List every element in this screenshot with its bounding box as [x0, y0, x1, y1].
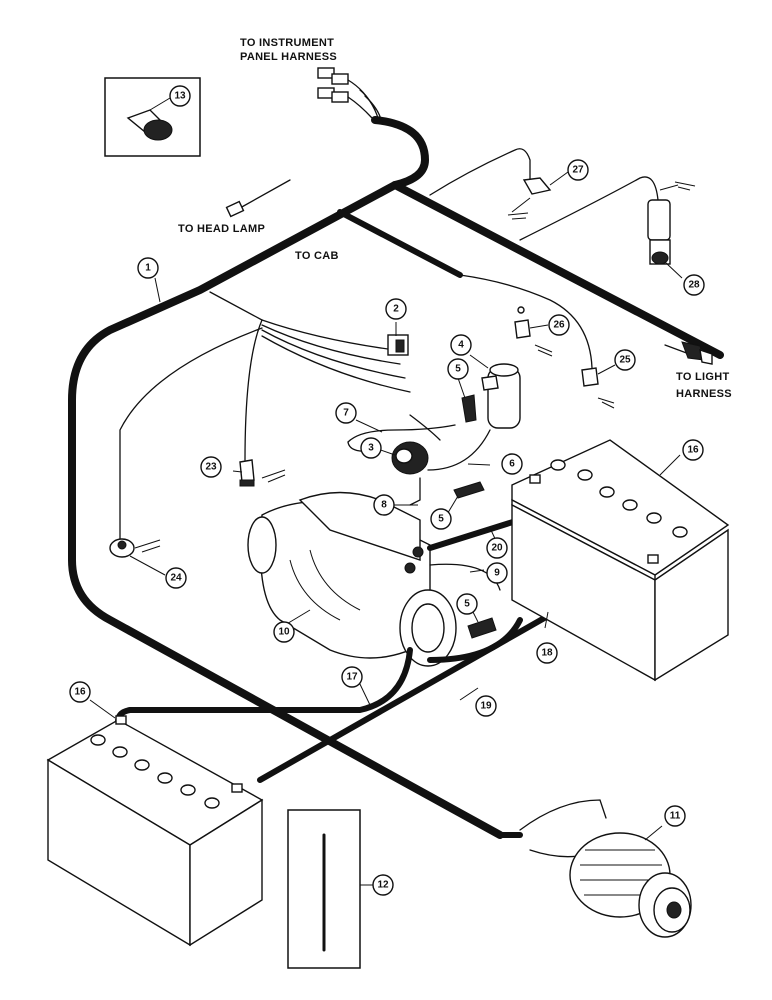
svg-text:9: 9 — [494, 568, 500, 579]
cab-label: TO CAB — [295, 250, 339, 262]
callout-2: 2 — [385, 298, 407, 320]
svg-text:8: 8 — [381, 500, 387, 511]
light-harness-label-line-2: HARNESS — [676, 388, 732, 400]
callout-12: 12 — [372, 874, 394, 896]
callout-16b: 16 — [69, 681, 91, 703]
svg-text:28: 28 — [688, 280, 700, 291]
inset-box-12 — [287, 809, 375, 969]
sender-24 — [109, 538, 161, 558]
svg-text:24: 24 — [170, 573, 182, 584]
callout-3: 3 — [360, 437, 382, 459]
left-battery-16 — [46, 715, 264, 947]
svg-text:27: 27 — [572, 165, 584, 176]
callout-28: 28 — [683, 274, 705, 296]
callout-18: 18 — [536, 642, 558, 664]
instrument-panel-label-line-2: PANEL HARNESS — [240, 51, 337, 63]
head-lamp-label: TO HEAD LAMP — [178, 223, 265, 235]
light-harness-connector — [681, 341, 713, 365]
callout-17: 17 — [341, 666, 363, 688]
callout-4: 4 — [450, 334, 472, 356]
svg-text:3: 3 — [368, 443, 374, 454]
right-battery-16 — [511, 439, 730, 682]
solenoid-4 — [469, 354, 521, 429]
instrument-panel-connector — [317, 67, 376, 119]
callout-1: 1 — [137, 257, 159, 279]
svg-text:7: 7 — [343, 408, 349, 419]
head-lamp-connector — [225, 200, 245, 218]
callout-5a: 5 — [447, 358, 469, 380]
instrument-panel-label-line-1: TO INSTRUMENT — [240, 37, 334, 49]
svg-text:20: 20 — [491, 543, 503, 554]
light-harness-label: TO LIGHT HARNESS — [676, 371, 732, 400]
callout-6: 6 — [501, 453, 523, 475]
callout-16a: 16 — [682, 439, 704, 461]
callout-19: 19 — [475, 695, 497, 717]
alternator-11 — [569, 825, 692, 938]
sender-23 — [239, 459, 286, 487]
svg-text:13: 13 — [174, 91, 186, 102]
svg-text:6: 6 — [509, 459, 515, 470]
sender-25 — [581, 364, 616, 409]
component-28 — [647, 181, 696, 279]
terminal-boot-5c — [467, 617, 497, 639]
terminal-boot-5b — [453, 481, 485, 499]
light-harness-label-line-1: TO LIGHT — [676, 371, 730, 383]
svg-text:5: 5 — [455, 364, 461, 375]
terminal-boot-5a — [461, 394, 477, 423]
callout-5c: 5 — [456, 593, 478, 615]
svg-text:2: 2 — [393, 304, 399, 315]
svg-text:16: 16 — [687, 445, 699, 456]
svg-text:26: 26 — [553, 320, 565, 331]
callout-13: 13 — [169, 85, 191, 107]
svg-text:25: 25 — [619, 355, 631, 366]
callout-20: 20 — [486, 537, 508, 559]
svg-text:1: 1 — [145, 263, 151, 274]
callout-8: 8 — [373, 494, 395, 516]
svg-text:16: 16 — [74, 687, 86, 698]
main-wiring-harness — [68, 89, 724, 839]
callout-25: 25 — [614, 349, 636, 371]
svg-text:10: 10 — [278, 627, 290, 638]
callout-5b: 5 — [430, 508, 452, 530]
sender-26 — [514, 306, 553, 357]
callout-23: 23 — [200, 456, 222, 478]
sender-27 — [507, 171, 569, 220]
callout-11: 11 — [664, 805, 686, 827]
callout-27: 27 — [567, 159, 589, 181]
svg-text:23: 23 — [205, 462, 217, 473]
relay-2 — [387, 322, 409, 356]
instrument-panel-label: TO INSTRUMENT PANEL HARNESS — [240, 37, 337, 63]
callout-10: 10 — [273, 621, 295, 643]
svg-text:17: 17 — [346, 672, 358, 683]
callout-24: 24 — [165, 567, 187, 589]
callout-26: 26 — [548, 314, 570, 336]
svg-text:11: 11 — [670, 811, 681, 822]
svg-text:4: 4 — [458, 340, 464, 351]
callout-9: 9 — [486, 562, 508, 584]
svg-text:12: 12 — [377, 880, 389, 891]
svg-text:19: 19 — [480, 701, 492, 712]
svg-text:5: 5 — [464, 599, 470, 610]
svg-text:5: 5 — [438, 514, 444, 525]
svg-text:18: 18 — [541, 648, 553, 659]
callout-7: 7 — [335, 402, 357, 424]
starter-motor-10 — [247, 491, 457, 667]
